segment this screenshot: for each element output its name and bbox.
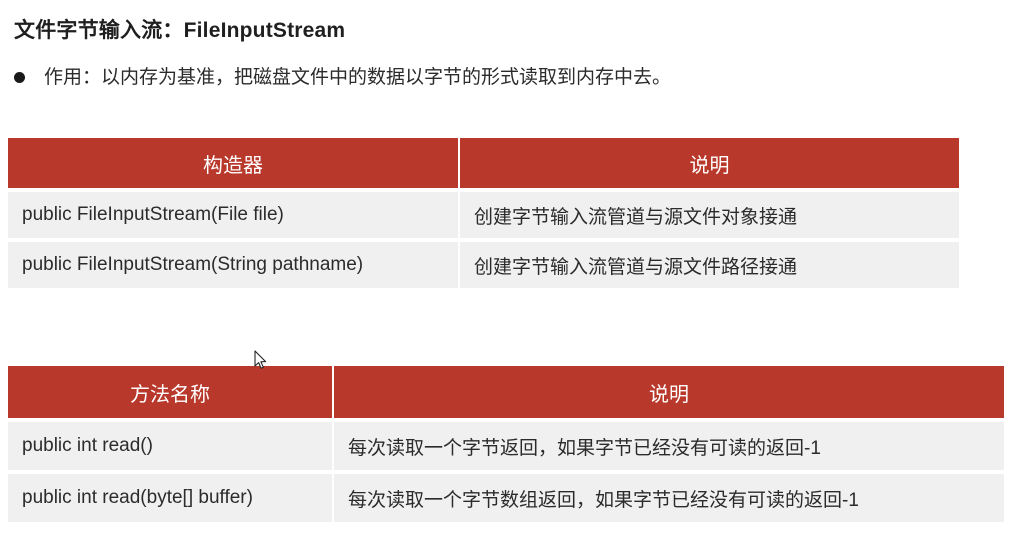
methods-table: 方法名称 说明 public int read() 每次读取一个字节返回，如果字…: [6, 362, 1006, 526]
bullet-text: 作用：以内存为基准，把磁盘文件中的数据以字节的形式读取到内存中去。: [44, 67, 672, 88]
table-row: public int read() 每次读取一个字节返回，如果字节已经没有可读的…: [8, 422, 1004, 470]
table-header-row: 构造器 说明: [8, 138, 959, 188]
table-row: public FileInputStream(String pathname) …: [8, 242, 959, 288]
cell-constructor-description: 创建字节输入流管道与源文件对象接通: [460, 192, 959, 238]
bullet-dot-icon: [14, 72, 25, 83]
column-header-method-name: 方法名称: [8, 366, 332, 418]
cell-method-description: 每次读取一个字节数组返回，如果字节已经没有可读的返回-1: [334, 474, 1004, 522]
table-row: public int read(byte[] buffer) 每次读取一个字节数…: [8, 474, 1004, 522]
cell-constructor-signature: public FileInputStream(File file): [8, 192, 458, 238]
cell-constructor-signature: public FileInputStream(String pathname): [8, 242, 458, 288]
table-header-row: 方法名称 说明: [8, 366, 1004, 418]
cell-constructor-description: 创建字节输入流管道与源文件路径接通: [460, 242, 959, 288]
constructors-table: 构造器 说明 public FileInputStream(File file)…: [6, 134, 961, 292]
column-header-description: 说明: [334, 366, 1004, 418]
page-title: 文件字节输入流：FileInputStream: [14, 19, 346, 42]
bullet-paragraph: 作用：以内存为基准，把磁盘文件中的数据以字节的形式读取到内存中去。: [14, 68, 671, 87]
column-header-constructor: 构造器: [8, 138, 458, 188]
cell-method-description: 每次读取一个字节返回，如果字节已经没有可读的返回-1: [334, 422, 1004, 470]
column-header-description: 说明: [460, 138, 959, 188]
table-row: public FileInputStream(File file) 创建字节输入…: [8, 192, 959, 238]
cell-method-signature: public int read(byte[] buffer): [8, 474, 332, 522]
cell-method-signature: public int read(): [8, 422, 332, 470]
